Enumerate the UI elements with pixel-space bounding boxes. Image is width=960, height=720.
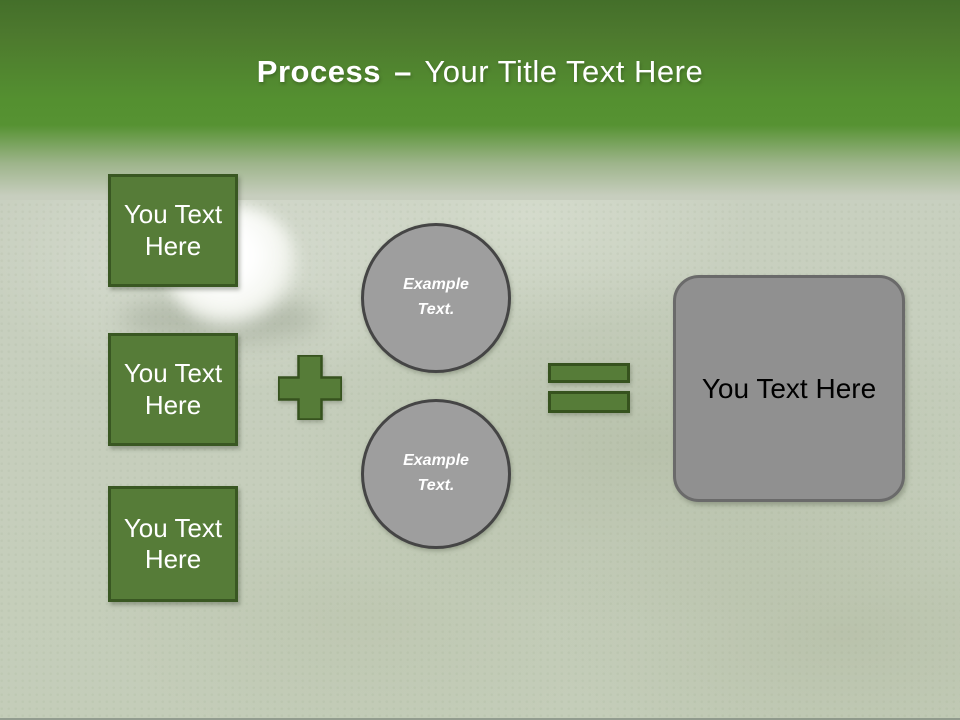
example-circle-1-label: Example Text. xyxy=(403,276,469,318)
plus-sign-icon[interactable] xyxy=(278,355,342,420)
input-box-3-label: You Text Here xyxy=(123,512,223,574)
input-box-3[interactable]: You Text Here xyxy=(108,486,238,602)
input-box-1[interactable]: You Text Here xyxy=(108,174,238,287)
equals-bar-top xyxy=(548,363,630,383)
input-box-2-label: You Text Here xyxy=(123,358,223,420)
example-circle-2[interactable]: Example Text. xyxy=(361,399,511,549)
slide-title-emphasis: Process xyxy=(256,54,381,89)
example-circle-2-label: Example Text. xyxy=(403,452,469,494)
result-box[interactable]: You Text Here xyxy=(673,275,905,502)
slide-title-dash: – xyxy=(394,54,412,89)
equals-bar-bottom xyxy=(548,391,630,413)
slide-title-text: Your Title Text Here xyxy=(424,54,704,89)
result-box-label: You Text Here xyxy=(701,372,877,404)
slide-title: Process – Your Title Text Here xyxy=(0,54,960,90)
equals-sign-icon[interactable] xyxy=(548,363,630,413)
slide-bottom-edge xyxy=(0,718,960,720)
example-circle-1[interactable]: Example Text. xyxy=(361,223,511,373)
header-gradient-band xyxy=(0,0,960,200)
input-box-1-label: You Text Here xyxy=(123,199,223,261)
input-box-2[interactable]: You Text Here xyxy=(108,333,238,446)
